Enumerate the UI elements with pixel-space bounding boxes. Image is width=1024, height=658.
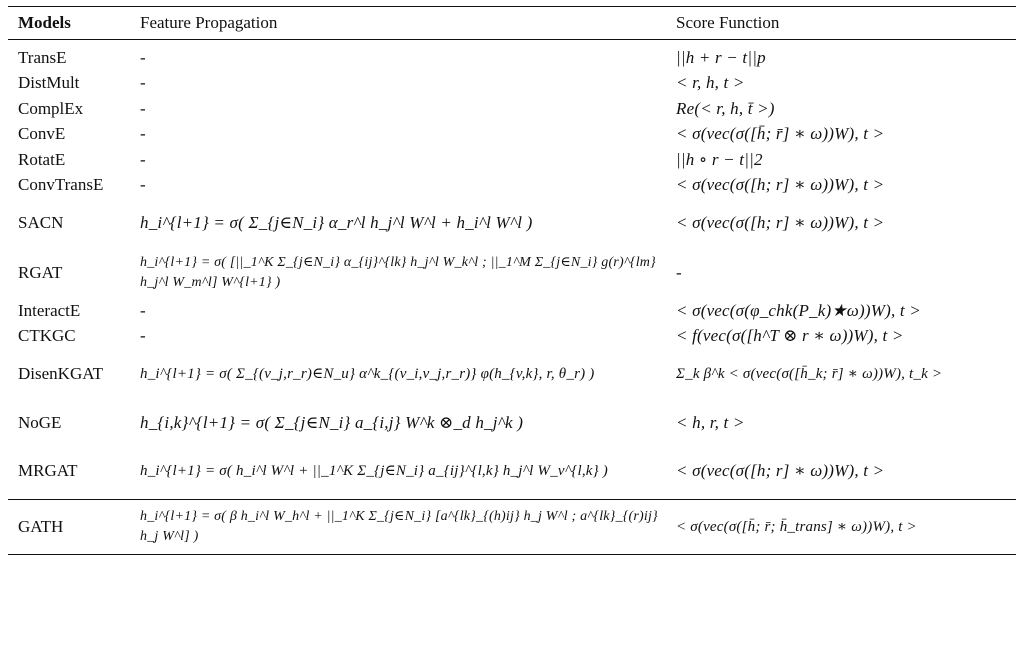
- header-rule: [8, 39, 1016, 40]
- model-name: DistMult: [18, 73, 80, 93]
- score-function: < σ(vec(σ([h; r] ∗ ω))W), t >: [676, 175, 885, 195]
- table-row: DistMult - < r, h, t >: [8, 71, 1016, 97]
- score-function: ||h + r − t||p: [676, 47, 766, 67]
- model-name: SACN: [18, 213, 64, 232]
- score-function: < σ(vec(σ([h; r] ∗ ω))W), t >: [676, 213, 885, 232]
- feature-propagation: h_i^{l+1} = σ( h_i^l W^l + ||_1^K Σ_{j∈N…: [140, 463, 609, 479]
- score-function: < h, r, t >: [676, 412, 745, 432]
- score-function: < r, h, t >: [676, 73, 745, 93]
- feature-propagation: -: [140, 98, 146, 118]
- table-row-final: GATH h_i^{l+1} = σ( β h_i^l W_h^l + ||_1…: [8, 500, 1016, 554]
- feature-propagation: -: [140, 73, 146, 93]
- score-function: < σ(vec(σ([h; r] ∗ ω))W), t >: [676, 461, 885, 480]
- table-row: SACN h_i^{l+1} = σ( Σ_{j∈N_i} α_r^l h_j^…: [8, 198, 1016, 248]
- table-row: RotatE - ||h ∘ r − t||2: [8, 147, 1016, 173]
- feature-propagation: -: [140, 175, 146, 195]
- model-name: ComplEx: [18, 98, 84, 118]
- model-name: TransE: [18, 47, 67, 67]
- table-row: InteractE - < σ(vec(σ(φ_chk(P_k)★ω))W), …: [8, 298, 1016, 324]
- feature-propagation: -: [140, 124, 146, 144]
- table-row: ComplEx - Re(< r, h, t̄ >): [8, 96, 1016, 122]
- model-name: RotatE: [18, 149, 66, 169]
- score-function: < σ(vec(σ([h̄; r̄] ∗ ω))W), t >: [676, 124, 885, 144]
- model-name: InteractE: [18, 300, 81, 320]
- header-feature-propagation: Feature Propagation: [140, 13, 278, 32]
- header-row: Models Feature Propagation Score Functio…: [8, 7, 1016, 39]
- top-rule: [8, 6, 1016, 7]
- feature-propagation: -: [140, 300, 146, 320]
- header-models: Models: [18, 13, 71, 32]
- feature-propagation: h_{i,k}^{l+1} = σ( Σ_{j∈N_i} a_{i,j} W^k…: [140, 412, 524, 432]
- table-row: RGAT h_i^{l+1} = σ( [||_1^K Σ_{j∈N_i} α_…: [8, 248, 1016, 298]
- feature-propagation: -: [140, 47, 146, 67]
- score-function: < σ(vec(σ(φ_chk(P_k)★ω))W), t >: [676, 300, 921, 320]
- model-name: CTKGC: [18, 326, 76, 346]
- header-score-function: Score Function: [676, 13, 780, 32]
- comparison-table: Models Feature Propagation Score Functio…: [8, 6, 1016, 555]
- feature-propagation: h_i^{l+1} = σ( Σ_{(v_j,r_r)∈N_u} α^k_{(v…: [140, 366, 595, 382]
- bottom-rule: [8, 554, 1016, 555]
- feature-propagation: h_i^{l+1} = σ( [||_1^K Σ_{j∈N_i} α_{ij}^…: [140, 255, 656, 290]
- feature-propagation: h_i^{l+1} = σ( Σ_{j∈N_i} α_r^l h_j^l W^l…: [140, 213, 533, 232]
- model-name: GATH: [18, 517, 64, 536]
- model-name: MRGAT: [18, 461, 78, 480]
- table-row: CTKGC - < f(vec(σ([h^T ⊗ r ∗ ω))W), t >: [8, 324, 1016, 350]
- score-function: < f(vec(σ([h^T ⊗ r ∗ ω))W), t >: [676, 326, 904, 346]
- feature-propagation: -: [140, 149, 146, 169]
- table-row: MRGAT h_i^{l+1} = σ( h_i^l W^l + ||_1^K …: [8, 446, 1016, 496]
- group-rule: [8, 499, 1016, 500]
- score-function: -: [676, 263, 682, 282]
- feature-propagation: h_i^{l+1} = σ( β h_i^l W_h^l + ||_1^K Σ_…: [140, 509, 658, 544]
- model-name: NoGE: [18, 412, 62, 432]
- score-function: < σ(vec(σ([h̄; r̄; h̄_trans] ∗ ω))W), t …: [676, 519, 917, 535]
- model-name: RGAT: [18, 263, 63, 282]
- model-name: ConvE: [18, 124, 66, 144]
- score-function: ||h ∘ r − t||2: [676, 149, 763, 169]
- score-function: Re(< r, h, t̄ >): [676, 98, 775, 118]
- table-row: ConvTransE - < σ(vec(σ([h; r] ∗ ω))W), t…: [8, 173, 1016, 199]
- model-name: ConvTransE: [18, 175, 104, 195]
- model-name: DisenKGAT: [18, 364, 103, 383]
- table-row: NoGE h_{i,k}^{l+1} = σ( Σ_{j∈N_i} a_{i,j…: [8, 399, 1016, 446]
- table-row: DisenKGAT h_i^{l+1} = σ( Σ_{(v_j,r_r)∈N_…: [8, 349, 1016, 399]
- table-row: TransE - ||h + r − t||p: [8, 45, 1016, 71]
- feature-propagation: -: [140, 326, 146, 346]
- score-function: Σ_k β^k < σ(vec(σ([h̄_k; r̄] ∗ ω))W), t_…: [676, 366, 943, 382]
- table-row: ConvE - < σ(vec(σ([h̄; r̄] ∗ ω))W), t >: [8, 122, 1016, 148]
